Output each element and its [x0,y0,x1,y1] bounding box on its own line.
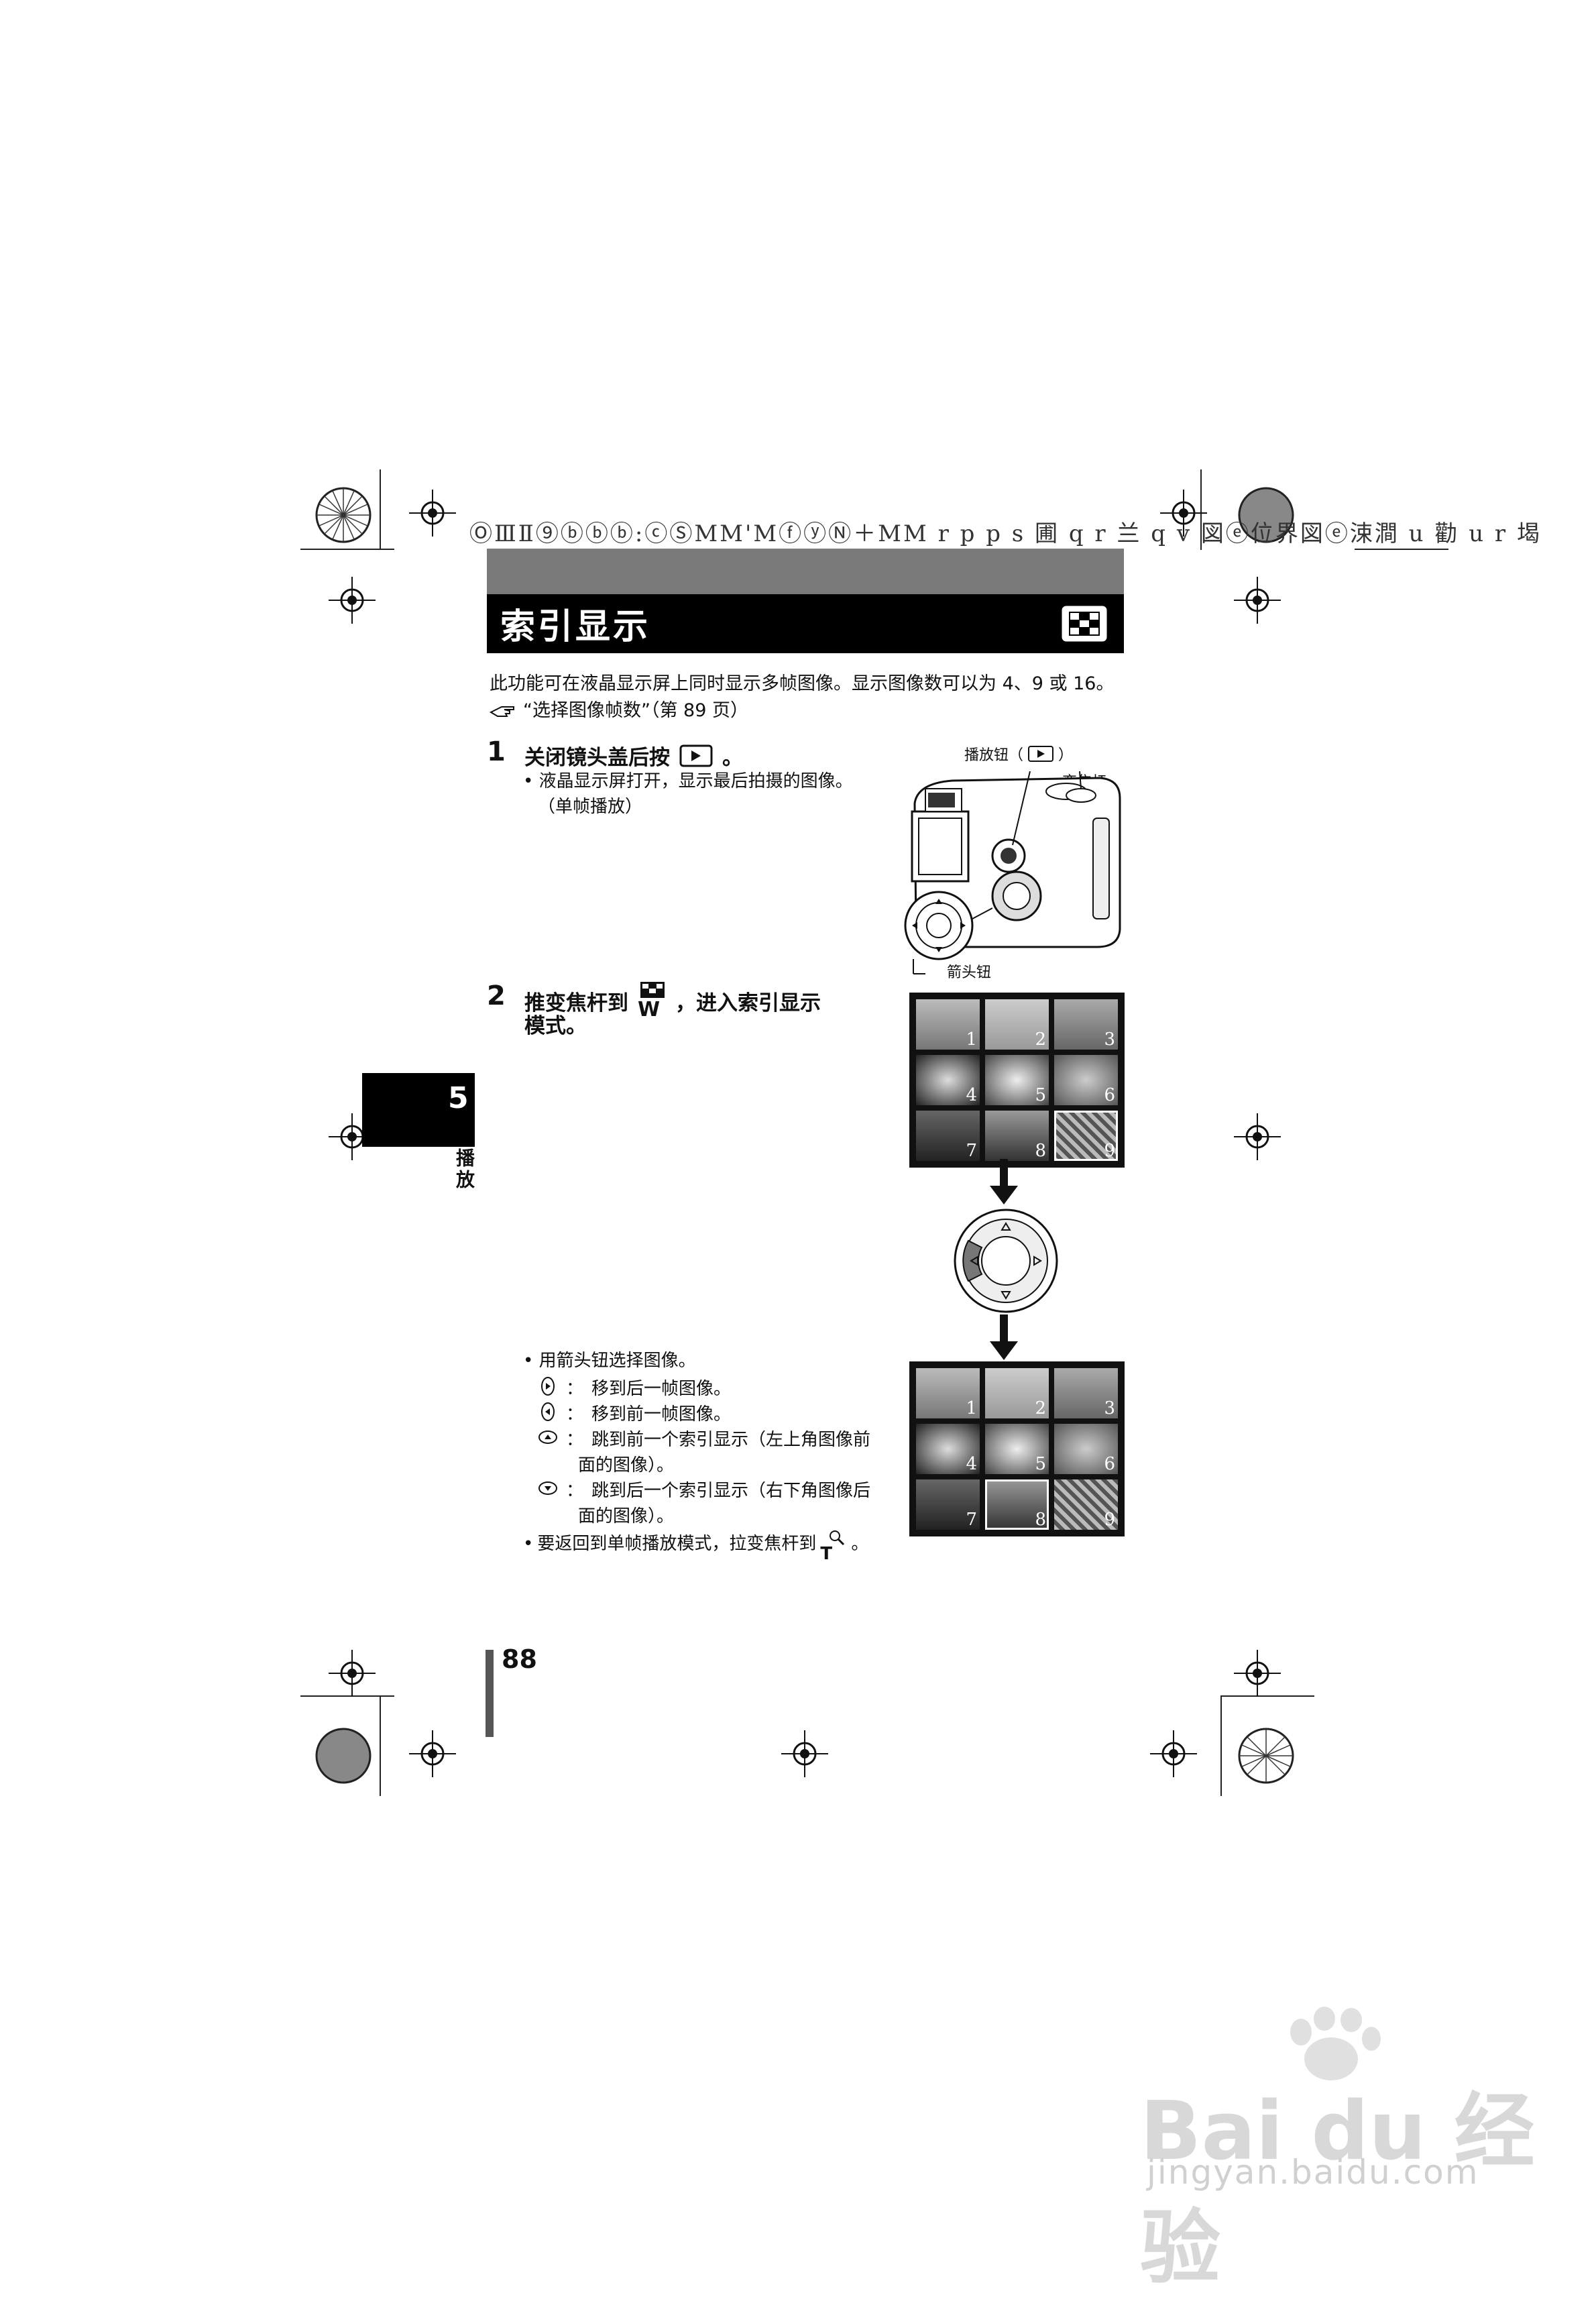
thumbnail: 8 [985,1111,1049,1161]
thumbnail: 3 [1054,1368,1118,1418]
arrow-item-2: 移到前一帧图像。 [591,1404,732,1424]
registration-dot-icon [315,1728,372,1784]
page-title: 索引显示 [500,607,651,647]
wide-label: W [638,998,661,1021]
play-button-label-end: ） [1058,747,1074,764]
down-arrow-icon [990,1314,1018,1360]
page-number-bar [486,1650,494,1737]
crosshair-icon [409,1730,456,1777]
play-button-icon [679,744,713,767]
play-button-label: 播放钮（ ） [964,743,1073,765]
magnifier-icon [830,1530,845,1546]
chapter-tab [362,1073,475,1147]
crosshair-icon [409,490,456,537]
thumbnail: 4 [916,1055,980,1105]
crosshair-icon [329,1650,376,1697]
step-1-bullet: • 液晶显示屏打开，显示最后拍摄的图像。 （单帧播放） [523,769,853,820]
thumbnail: 6 [1054,1424,1118,1474]
step-1-title-end: 。 [722,746,743,770]
thumbnail: 1 [916,1368,980,1418]
crosshair-icon [1234,1650,1281,1697]
right-arrow-button-icon [541,1377,555,1396]
step-1-bullet-text: 液晶显示屏打开，显示最后拍摄的图像。 [538,771,853,791]
thumbnail: 6 [1054,1055,1118,1105]
crosshair-icon [781,1730,828,1777]
registration-target-icon [1238,1728,1294,1784]
intro-line-1: 此功能可在液晶显示屏上同时显示多帧图像。显示图像数可以为 4、9 或 16。 [490,673,1115,694]
arrow-bullet: 用箭头钮选择图像。 [538,1351,696,1371]
up-arrow-button-icon [538,1431,557,1444]
crosshair-icon [1160,490,1207,537]
step-1-bullet-text-2: （单帧播放） [538,797,643,817]
thumbnail: 3 [1054,999,1118,1050]
index-grid-before: 1 2 3 4 5 6 7 8 9 [909,993,1125,1168]
step-2-title-line2: 模式。 [524,1014,587,1038]
index-icon [640,982,665,998]
crosshair-icon [1234,577,1281,624]
intro-text: 此功能可在液晶显示屏上同时显示多帧图像。显示图像数可以为 4、9 或 16。 “… [490,671,1133,724]
index-display-icon [1062,606,1107,642]
thumbnail: 2 [985,1368,1049,1418]
title-bar-shade [487,549,1124,594]
play-button-label-text: 播放钮（ [964,747,1024,764]
tele-label: T [820,1544,833,1564]
title-bar [487,594,1124,653]
crosshair-icon [329,577,376,624]
last-bullet: 要返回到单帧播放模式，拉变焦杆到 [537,1534,817,1554]
arrow-item-1: 移到后一帧图像。 [591,1379,732,1399]
thumbnail: 4 [916,1424,980,1474]
thumbnail-selected: 9 [1054,1111,1118,1161]
thumbnail: 1 [916,999,980,1050]
intro-reference: “选择图像帧数”（第 89 页） [523,700,748,721]
index-grid-after: 1 2 3 4 5 6 7 8 9 [909,1361,1125,1536]
registration-dot-icon [1238,487,1294,543]
chapter-number: 5 [448,1081,469,1115]
down-arrow-button-icon [538,1481,557,1495]
step-1-title: 关闭镜头盖后按 [524,746,670,770]
arrow-item-3: 跳到前一个索引显示（左上角图像前 [591,1430,871,1450]
down-arrow-icon [990,1159,1018,1204]
crosshair-icon [1150,1730,1197,1777]
arrow-pad-zoom-icon [904,891,992,974]
step-2-title: 推变焦杆到 [524,991,628,1015]
step-1-number: 1 [487,736,506,767]
paw-watermark-icon [1290,2007,1381,2080]
step-2-number: 2 [487,980,506,1011]
thumbnail: 7 [916,1111,980,1161]
arrow-pad-label: 箭头钮 [947,964,992,981]
reference-hand-icon [490,706,514,717]
thumbnail: 5 [985,1055,1049,1105]
arrow-pad-icon [954,1209,1058,1313]
header-garbled-text: ⓄⅢⅡ⑨ⓑⓑⓑ:ⓒⓈⅯⅯ'ⅯⓕⓨⓃ＋ⅯⅯ r p p s 圃 q r 兰 q v… [469,520,1542,547]
watermark-url: jingyan.baidu.com [1147,2153,1479,2192]
play-button-icon [1028,746,1054,762]
left-arrow-button-icon [541,1402,555,1421]
arrow-item-3-cont: 面的图像）。 [578,1455,675,1475]
crosshair-icon [1234,1113,1281,1160]
last-bullet-end: 。 [851,1534,869,1554]
arrow-instructions: • 用箭头钮选择图像。 ：移到后一帧图像。 ：移到前一帧图像。 ：跳到前一个索引… [523,1348,885,1564]
thumbnail-selected: 8 [985,1479,1049,1530]
arrow-item-4: 跳到后一个索引显示（右下角图像后 [591,1481,871,1501]
arrow-item-4-cont: 面的图像）。 [578,1506,675,1526]
chapter-label: 播放 [453,1148,475,1191]
page-number: 88 [502,1644,537,1674]
registration-target-icon [315,487,372,543]
thumbnail: 7 [916,1479,980,1530]
thumbnail: 5 [985,1424,1049,1474]
step-2-title-end: ，进入索引显示 [675,991,821,1015]
thumbnail: 9 [1054,1479,1118,1530]
thumbnail: 2 [985,999,1049,1050]
